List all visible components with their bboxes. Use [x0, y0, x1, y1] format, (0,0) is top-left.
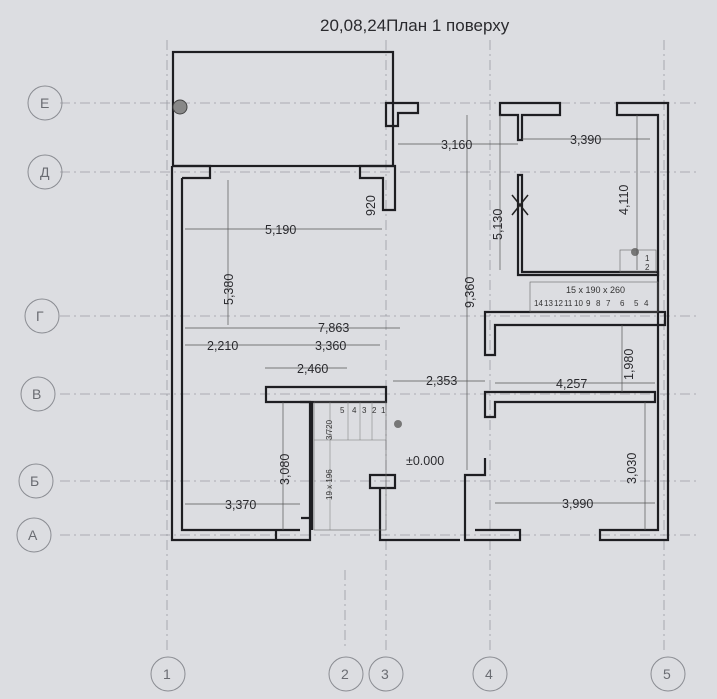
grid-lines	[60, 40, 700, 650]
dim-920: 920	[364, 195, 378, 216]
stair-step: 1	[381, 406, 386, 415]
axis-row-B: Б	[30, 473, 39, 489]
dim-4110: 4,110	[617, 185, 631, 215]
dim-5380: 5,380	[222, 274, 236, 305]
stair-step: 4	[644, 299, 649, 308]
axis-col-1: 1	[163, 666, 171, 682]
stair-step: 2	[645, 263, 650, 272]
stair-step: 4	[352, 406, 357, 415]
walls	[170, 50, 670, 542]
column-axis-labels: 1 2 3 4 5	[150, 656, 686, 692]
stair-step: 3	[362, 406, 367, 415]
dim-3080: 3,080	[278, 454, 292, 485]
stair-step: 6	[620, 299, 625, 308]
dim-9360: 9,360	[463, 277, 477, 308]
dim-3030: 3,030	[625, 453, 639, 484]
dim-3160: 3,160	[441, 138, 472, 152]
axis-col-4: 4	[485, 666, 493, 682]
stair-step: 2	[372, 406, 377, 415]
axis-row-A: А	[28, 527, 38, 543]
stair-step: 8	[596, 299, 601, 308]
stair-step: 9	[586, 299, 591, 308]
axis-col-3: 3	[381, 666, 389, 682]
dimension-labels: 3,160 3,390 920 5,190 5,130 4,110 5,380 …	[207, 133, 639, 512]
dim-3990: 3,990	[562, 497, 593, 511]
axis-row-E: Е	[40, 95, 49, 111]
stair-step: 14	[534, 299, 543, 308]
stair-step: 13	[544, 299, 553, 308]
plan-title: 20,08,24План 1 поверху	[320, 16, 510, 35]
stair-step: 5	[634, 299, 639, 308]
dim-2210: 2,210	[207, 339, 238, 353]
upper-staircase: 15 x 190 x 260 14 13 12 11 10 9 8 7 6 5 …	[529, 249, 659, 313]
stair-step: 5	[340, 406, 345, 415]
dimension-lines	[185, 115, 655, 530]
dim-5190: 5,190	[265, 223, 296, 237]
dim-1980: 1,980	[622, 349, 636, 380]
dim-4257: 4,257	[556, 377, 587, 391]
dim-3370: 3,370	[225, 498, 256, 512]
dim-5130: 5,130	[491, 209, 505, 240]
row-axis-labels: Е Д Г В Б А	[16, 85, 63, 553]
stair-step: 11	[564, 299, 573, 308]
level-mark: ±0.000	[406, 454, 444, 468]
axis-row-G: Г	[36, 308, 44, 324]
stair-spec-lower: 19 x 196	[325, 469, 334, 500]
stair-step: 10	[574, 299, 583, 308]
dim-2353: 2,353	[426, 374, 457, 388]
dim-3390: 3,390	[570, 133, 601, 147]
dim-7863: 7,863	[318, 321, 349, 335]
stair-step: 1	[645, 254, 650, 263]
stair-step: 12	[554, 299, 563, 308]
axis-col-5: 5	[663, 666, 671, 682]
axis-row-V: В	[32, 386, 41, 402]
dim-3360: 3,360	[315, 339, 346, 353]
axis-row-D: Д	[40, 164, 50, 180]
dim-2460: 2,460	[297, 362, 328, 376]
lower-staircase: 19 x 196 3/720 5 4 3 2 1	[313, 401, 387, 531]
stair-spec-upper: 15 x 190 x 260	[566, 285, 625, 295]
stair-step: 7	[606, 299, 611, 308]
stair-spec-lower-2: 3/720	[325, 419, 334, 440]
axis-col-2: 2	[341, 666, 349, 682]
